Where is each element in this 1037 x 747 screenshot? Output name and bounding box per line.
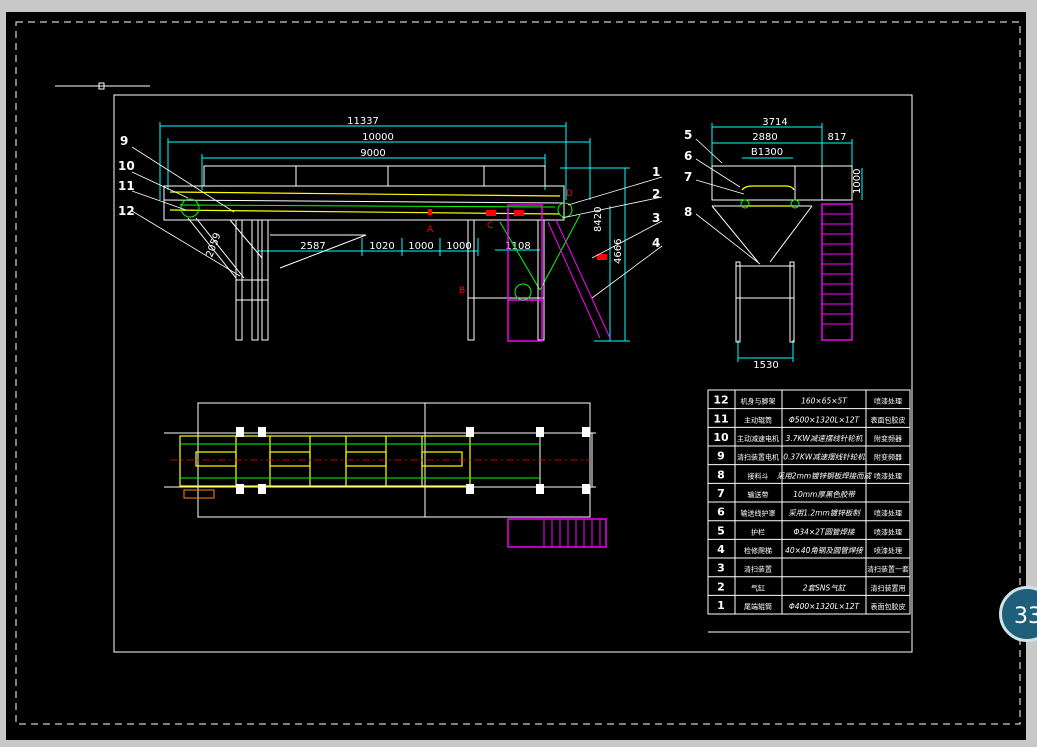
- bom-spec: Φ34×2T圆管焊接: [793, 527, 856, 536]
- side-ladder: [821, 203, 853, 341]
- bom-no: 12: [713, 394, 728, 407]
- bom-note: 喷漆处理: [874, 509, 902, 518]
- sheet-border: [15, 21, 1021, 725]
- dim-s3: 1000: [408, 241, 433, 252]
- side-view: 3714 2880 817 B1300 1000 1530: [684, 117, 863, 371]
- callout-5: 5: [684, 128, 692, 142]
- bom-note: 表面包胶皮: [871, 602, 906, 611]
- bom-name: 清扫装置: [744, 565, 772, 574]
- bom-no: 6: [717, 506, 725, 519]
- section-mark-a: A: [427, 225, 434, 235]
- bom-note: 表面包胶皮: [871, 415, 906, 424]
- bom-spec: 3.7KW减速摆线针轮机: [786, 434, 863, 443]
- ucs-square: [98, 82, 105, 90]
- dim-s4: 1000: [446, 241, 471, 252]
- callout-12: 12: [118, 204, 135, 218]
- dim-incline: 2059: [204, 231, 223, 259]
- bom-no: 1: [717, 599, 725, 612]
- dim-s2: 1020: [369, 241, 394, 252]
- bom-note: 附变频器: [874, 434, 902, 443]
- bom-note: 喷漆处理: [874, 397, 902, 406]
- bom-no: 11: [713, 412, 728, 425]
- bom-name: 接料斗: [748, 471, 769, 480]
- callout-8: 8: [684, 205, 692, 219]
- callout-3: 3: [652, 211, 660, 225]
- section-mark-d: D: [566, 189, 573, 199]
- bom-no: 7: [717, 487, 725, 500]
- bom-name: 机身与脚架: [741, 397, 776, 406]
- section-mark-c: C: [487, 221, 493, 231]
- bom-spec: 160×65×5T: [801, 397, 848, 406]
- bom-no: 4: [717, 543, 725, 556]
- dim-s1: 2587: [300, 241, 325, 252]
- bom-name: 检修爬梯: [744, 546, 772, 555]
- callout-6: 6: [684, 149, 692, 163]
- bom-spec: Φ500×1320L×12T: [789, 415, 861, 424]
- bom-note: 喷漆处理: [874, 471, 902, 480]
- bom-name: 输送线护罩: [741, 509, 776, 518]
- dim-s5: 1108: [505, 241, 530, 252]
- side-dim-base: 1530: [753, 360, 778, 371]
- callout-9: 9: [120, 134, 128, 148]
- bom-spec: Φ400×1320L×12T: [789, 602, 861, 611]
- dim-overall: 11337: [347, 116, 379, 127]
- section-mark-b: B: [459, 286, 465, 296]
- side-dim-rail: 1000: [852, 169, 863, 194]
- bom-note: 附变频器: [874, 453, 902, 462]
- page-number-badge: 33: [999, 586, 1037, 642]
- bom-note: 清扫装置用: [871, 583, 906, 592]
- cleaner-roller: [514, 283, 532, 301]
- bom-name: 护栏: [751, 527, 765, 536]
- side-dim-overall: 3714: [762, 117, 787, 128]
- bom-name: 主动辊筒: [744, 415, 772, 424]
- drive-roller: [180, 198, 200, 218]
- callout-1: 1: [652, 165, 660, 179]
- bom-spec: 采用2mm镀锌钢板焊接而成: [777, 471, 873, 480]
- bom-spec: 10mm厚黑色胶带: [793, 490, 856, 499]
- bom-no: 2: [717, 580, 725, 593]
- bom-no: 9: [717, 450, 725, 463]
- bom-note: 喷漆处理: [874, 527, 902, 536]
- bom-note: 清扫装置一套: [867, 565, 909, 574]
- bom-name: 输送带: [748, 490, 769, 499]
- bom-spec: 采用1.2mm镀锌板制: [788, 509, 861, 518]
- side-dim-inner: 2880: [752, 132, 777, 143]
- bom-spec: 0.37KW减速摆线针轮机: [783, 453, 865, 462]
- elevation-view: 11337 10000 9000 2587 1020 1000 1000 110…: [118, 116, 663, 342]
- side-dim-right: 817: [827, 132, 846, 143]
- bom-name: 主动减速电机: [737, 434, 779, 443]
- dim-conveyor: 9000: [360, 148, 385, 159]
- callout-4: 4: [652, 236, 660, 250]
- bom-name: 清扫装置电机: [737, 453, 779, 462]
- plan-ladder: [507, 518, 607, 548]
- callout-11: 11: [118, 179, 135, 193]
- bom-name: 尾端辊筒: [744, 602, 772, 611]
- bom-note: 喷漆处理: [874, 546, 902, 555]
- bom-no: 5: [717, 524, 725, 537]
- bom-no: 3: [717, 562, 725, 575]
- drawing-frame: [113, 94, 913, 653]
- bom-name: 气缸: [751, 583, 765, 592]
- bom-no: 10: [713, 431, 729, 444]
- bom-spec: 2套SNS气缸: [803, 583, 847, 592]
- bom-no: 8: [717, 468, 725, 481]
- side-dim-belt: B1300: [751, 147, 783, 158]
- dim-slope: 8420: [593, 207, 604, 232]
- callout-2: 2: [652, 187, 660, 201]
- dim-frame: 10000: [362, 132, 394, 143]
- callout-7: 7: [684, 170, 692, 184]
- callout-10: 10: [118, 159, 135, 173]
- bom-spec: 40×40角钢及圆管焊接: [785, 546, 864, 555]
- drawing-canvas: [6, 12, 1026, 740]
- dim-height: 4666: [613, 239, 624, 264]
- ladder-rungs: [822, 213, 852, 325]
- tail-roller: [557, 202, 573, 218]
- plan-view: [164, 402, 607, 548]
